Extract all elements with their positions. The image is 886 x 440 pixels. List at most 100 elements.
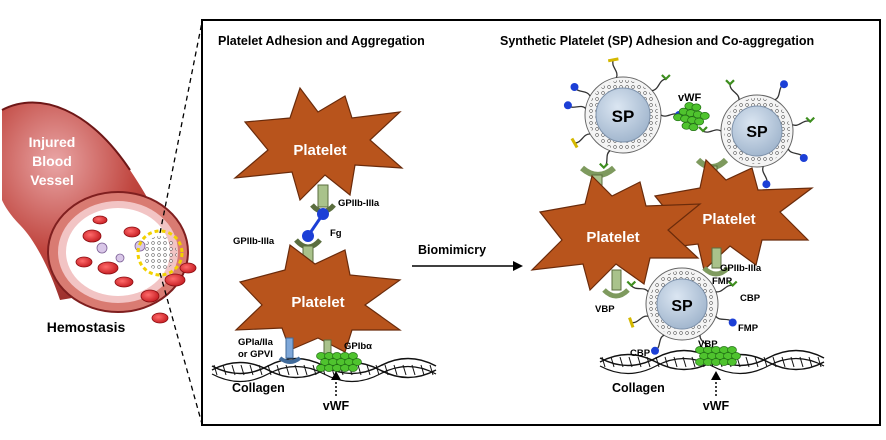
vwf-subunit bbox=[688, 123, 699, 132]
gpia-iia-label: GPIa/IIa bbox=[238, 337, 274, 348]
collagen-tick bbox=[601, 356, 606, 368]
collagen-tick bbox=[691, 356, 696, 368]
fmp-peptide bbox=[780, 80, 788, 89]
peg-tail bbox=[612, 59, 618, 78]
collagen-tick bbox=[763, 356, 768, 368]
vwf-cluster-right bbox=[695, 346, 741, 366]
cbp-peptide bbox=[698, 126, 708, 133]
collagen-tick bbox=[303, 364, 308, 376]
cbp-peptide bbox=[805, 116, 815, 124]
collagen-tick bbox=[610, 356, 615, 368]
collagen-tick bbox=[267, 364, 272, 376]
collagen-tick bbox=[402, 364, 407, 376]
collagen-tick bbox=[754, 356, 759, 368]
sp-top-right-label: SP bbox=[746, 124, 768, 141]
peg-tail bbox=[792, 120, 811, 126]
clot-aggregate bbox=[143, 236, 177, 270]
receptor-bottom-1-stem bbox=[611, 269, 622, 291]
vwf-subunit bbox=[348, 364, 358, 372]
vbp-peptide bbox=[607, 57, 619, 63]
collagen-tick bbox=[745, 356, 750, 368]
vwf-cluster-left bbox=[316, 352, 362, 372]
white-blood-cell bbox=[115, 253, 125, 263]
platelet-top-shape bbox=[233, 86, 404, 202]
blood-vessel-illustration: Injured Blood Vessel Hemostasis bbox=[1, 101, 197, 335]
zoom-line-bottom bbox=[159, 272, 203, 425]
synthetic-platelet-panel: Synthetic Platelet (SP) Adhesion and Co-… bbox=[500, 34, 825, 413]
platelet-top-label: Platelet bbox=[293, 142, 346, 159]
vwf-label-left: vWF bbox=[323, 399, 350, 413]
red-blood-cell bbox=[179, 262, 197, 274]
cbp-label-1: CBP bbox=[740, 293, 761, 304]
vessel-label-line-3: Vessel bbox=[30, 172, 74, 188]
vbp-peptide bbox=[628, 317, 635, 328]
vwf-subunit bbox=[352, 358, 362, 366]
vwf-top-label: vWF bbox=[678, 92, 702, 104]
collagen-tick bbox=[664, 356, 669, 368]
collagen-label-left: Collagen bbox=[232, 381, 285, 395]
vwf-subunit bbox=[727, 358, 737, 366]
red-blood-cell bbox=[123, 226, 141, 238]
gpiib-iiia-top-label: GPIIb-IIIa bbox=[338, 198, 380, 209]
peg-tail bbox=[574, 133, 591, 144]
biomimicry-arrow-head bbox=[513, 261, 523, 271]
collagen-tick bbox=[294, 364, 299, 376]
sp-top-right-core bbox=[731, 105, 783, 157]
vwf-pointer-right-head bbox=[711, 371, 721, 380]
collagen-tick bbox=[357, 364, 362, 376]
collagen-tick bbox=[772, 356, 777, 368]
vwf-pointer-left-head bbox=[331, 371, 341, 380]
collagen-strand-left-3 bbox=[211, 365, 437, 383]
peg-tail bbox=[630, 285, 649, 293]
platelet-left-shape bbox=[530, 174, 702, 292]
biomimicry-arrow: Biomimicry bbox=[412, 243, 523, 271]
collagen-tick bbox=[393, 364, 398, 376]
left-panel-title: Platelet Adhesion and Aggregation bbox=[218, 34, 425, 48]
peg-tail bbox=[702, 129, 722, 133]
collagen-tick bbox=[213, 364, 218, 376]
vwf-subunit bbox=[727, 346, 737, 354]
cbp-peptide bbox=[626, 280, 637, 288]
vessel-label-line-2: Blood bbox=[32, 153, 72, 169]
collagen-tick bbox=[276, 364, 281, 376]
gpiib-iiia-right-label: GPIIb-IIIa bbox=[720, 263, 762, 274]
cbp-peptide bbox=[727, 280, 738, 288]
receptor-bottom-2-cup bbox=[702, 266, 730, 277]
zoom-line-top bbox=[159, 21, 203, 234]
collagen-tick bbox=[619, 356, 624, 368]
collagen-tick bbox=[240, 364, 245, 376]
collagen-tick bbox=[817, 356, 822, 368]
red-blood-cell bbox=[151, 312, 169, 324]
right-panel-title: Synthetic Platelet (SP) Adhesion and Co-… bbox=[500, 34, 814, 48]
collagen-tick bbox=[258, 364, 263, 376]
sp-top-left-core bbox=[595, 87, 651, 143]
vwf-label-right: vWF bbox=[703, 399, 730, 413]
vwf-subunit bbox=[699, 112, 710, 120]
vwf-subunit bbox=[731, 352, 741, 360]
sp-top-left-label: SP bbox=[612, 107, 635, 126]
vwf-subunit bbox=[348, 352, 358, 360]
fmp-label-1: FMP bbox=[712, 276, 733, 287]
receptor-sp-platelet-1 bbox=[580, 165, 616, 178]
red-blood-cell bbox=[140, 289, 160, 303]
sp-bottom-core bbox=[656, 278, 708, 330]
gpvi-label: or GPVI bbox=[238, 349, 273, 360]
collagen-label-right: Collagen bbox=[612, 381, 665, 395]
clot-site bbox=[136, 229, 184, 277]
gpiib-iiia-top-receptor bbox=[317, 184, 329, 208]
collagen-tick bbox=[375, 364, 380, 376]
collagen-tick bbox=[673, 356, 678, 368]
peg-tail bbox=[729, 84, 740, 100]
peg-tail bbox=[651, 78, 667, 92]
peg-tail bbox=[631, 315, 649, 324]
synthetic-platelet-bottom: SP bbox=[645, 267, 719, 341]
cbp-peptide bbox=[725, 79, 735, 86]
vwf-cluster-top bbox=[673, 102, 710, 132]
collagen-tick bbox=[222, 364, 227, 376]
fmp-label-2: FMP bbox=[738, 323, 759, 334]
hemostasis-caption: Hemostasis bbox=[47, 319, 126, 335]
red-blood-cell bbox=[82, 229, 102, 243]
fmp-peptide bbox=[651, 346, 659, 355]
cbp-peptide bbox=[661, 74, 671, 81]
